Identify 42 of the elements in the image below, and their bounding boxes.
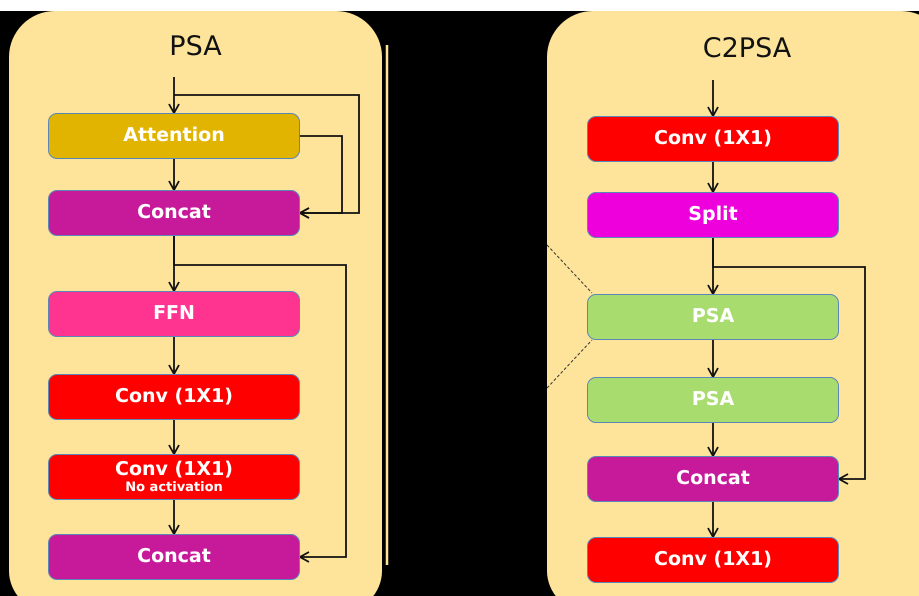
- panel-title: PSA: [168, 33, 223, 60]
- arrow: [712, 238, 866, 485]
- arrow: [173, 236, 347, 563]
- box-label: Concat: [137, 202, 211, 224]
- box-label: Conv (1X1): [115, 458, 233, 481]
- box-label: PSA: [692, 389, 734, 411]
- box-label: Conv (1X1): [115, 386, 233, 408]
- arrow: [707, 340, 719, 378]
- box-label: Conv (1X1): [654, 549, 772, 571]
- process-box: [48, 190, 300, 236]
- arrow: [168, 77, 180, 114]
- box-label: PSA: [692, 306, 734, 328]
- arrow: [707, 80, 719, 117]
- box-label: Split: [688, 204, 738, 226]
- box-label: Concat: [676, 468, 750, 490]
- module-panel: [9, 11, 382, 596]
- arrow: [168, 337, 180, 375]
- arrow: [168, 500, 180, 535]
- process-box: [587, 294, 839, 340]
- box-label: Conv (1X1): [654, 128, 772, 150]
- arrow: [707, 423, 719, 457]
- arrow: [707, 162, 719, 193]
- process-box: [587, 456, 839, 502]
- process-box: [587, 192, 839, 238]
- arrow: [168, 420, 180, 455]
- arrow: [707, 502, 719, 538]
- arrow: [299, 135, 343, 219]
- box-label: Attention: [123, 125, 225, 147]
- process-box: [48, 113, 300, 159]
- process-box: [48, 291, 300, 337]
- process-box: [48, 454, 300, 500]
- process-box: [587, 377, 839, 423]
- box-label: Concat: [137, 546, 211, 568]
- module-panel: [547, 11, 919, 596]
- panel-title: C2PSA: [702, 35, 792, 62]
- box-note: No activation: [125, 480, 223, 496]
- process-box: [48, 534, 300, 580]
- process-box: [48, 374, 300, 420]
- arrow: [168, 159, 180, 191]
- box-label: FFN: [153, 303, 195, 325]
- process-box: [587, 116, 839, 162]
- process-box: [587, 537, 839, 583]
